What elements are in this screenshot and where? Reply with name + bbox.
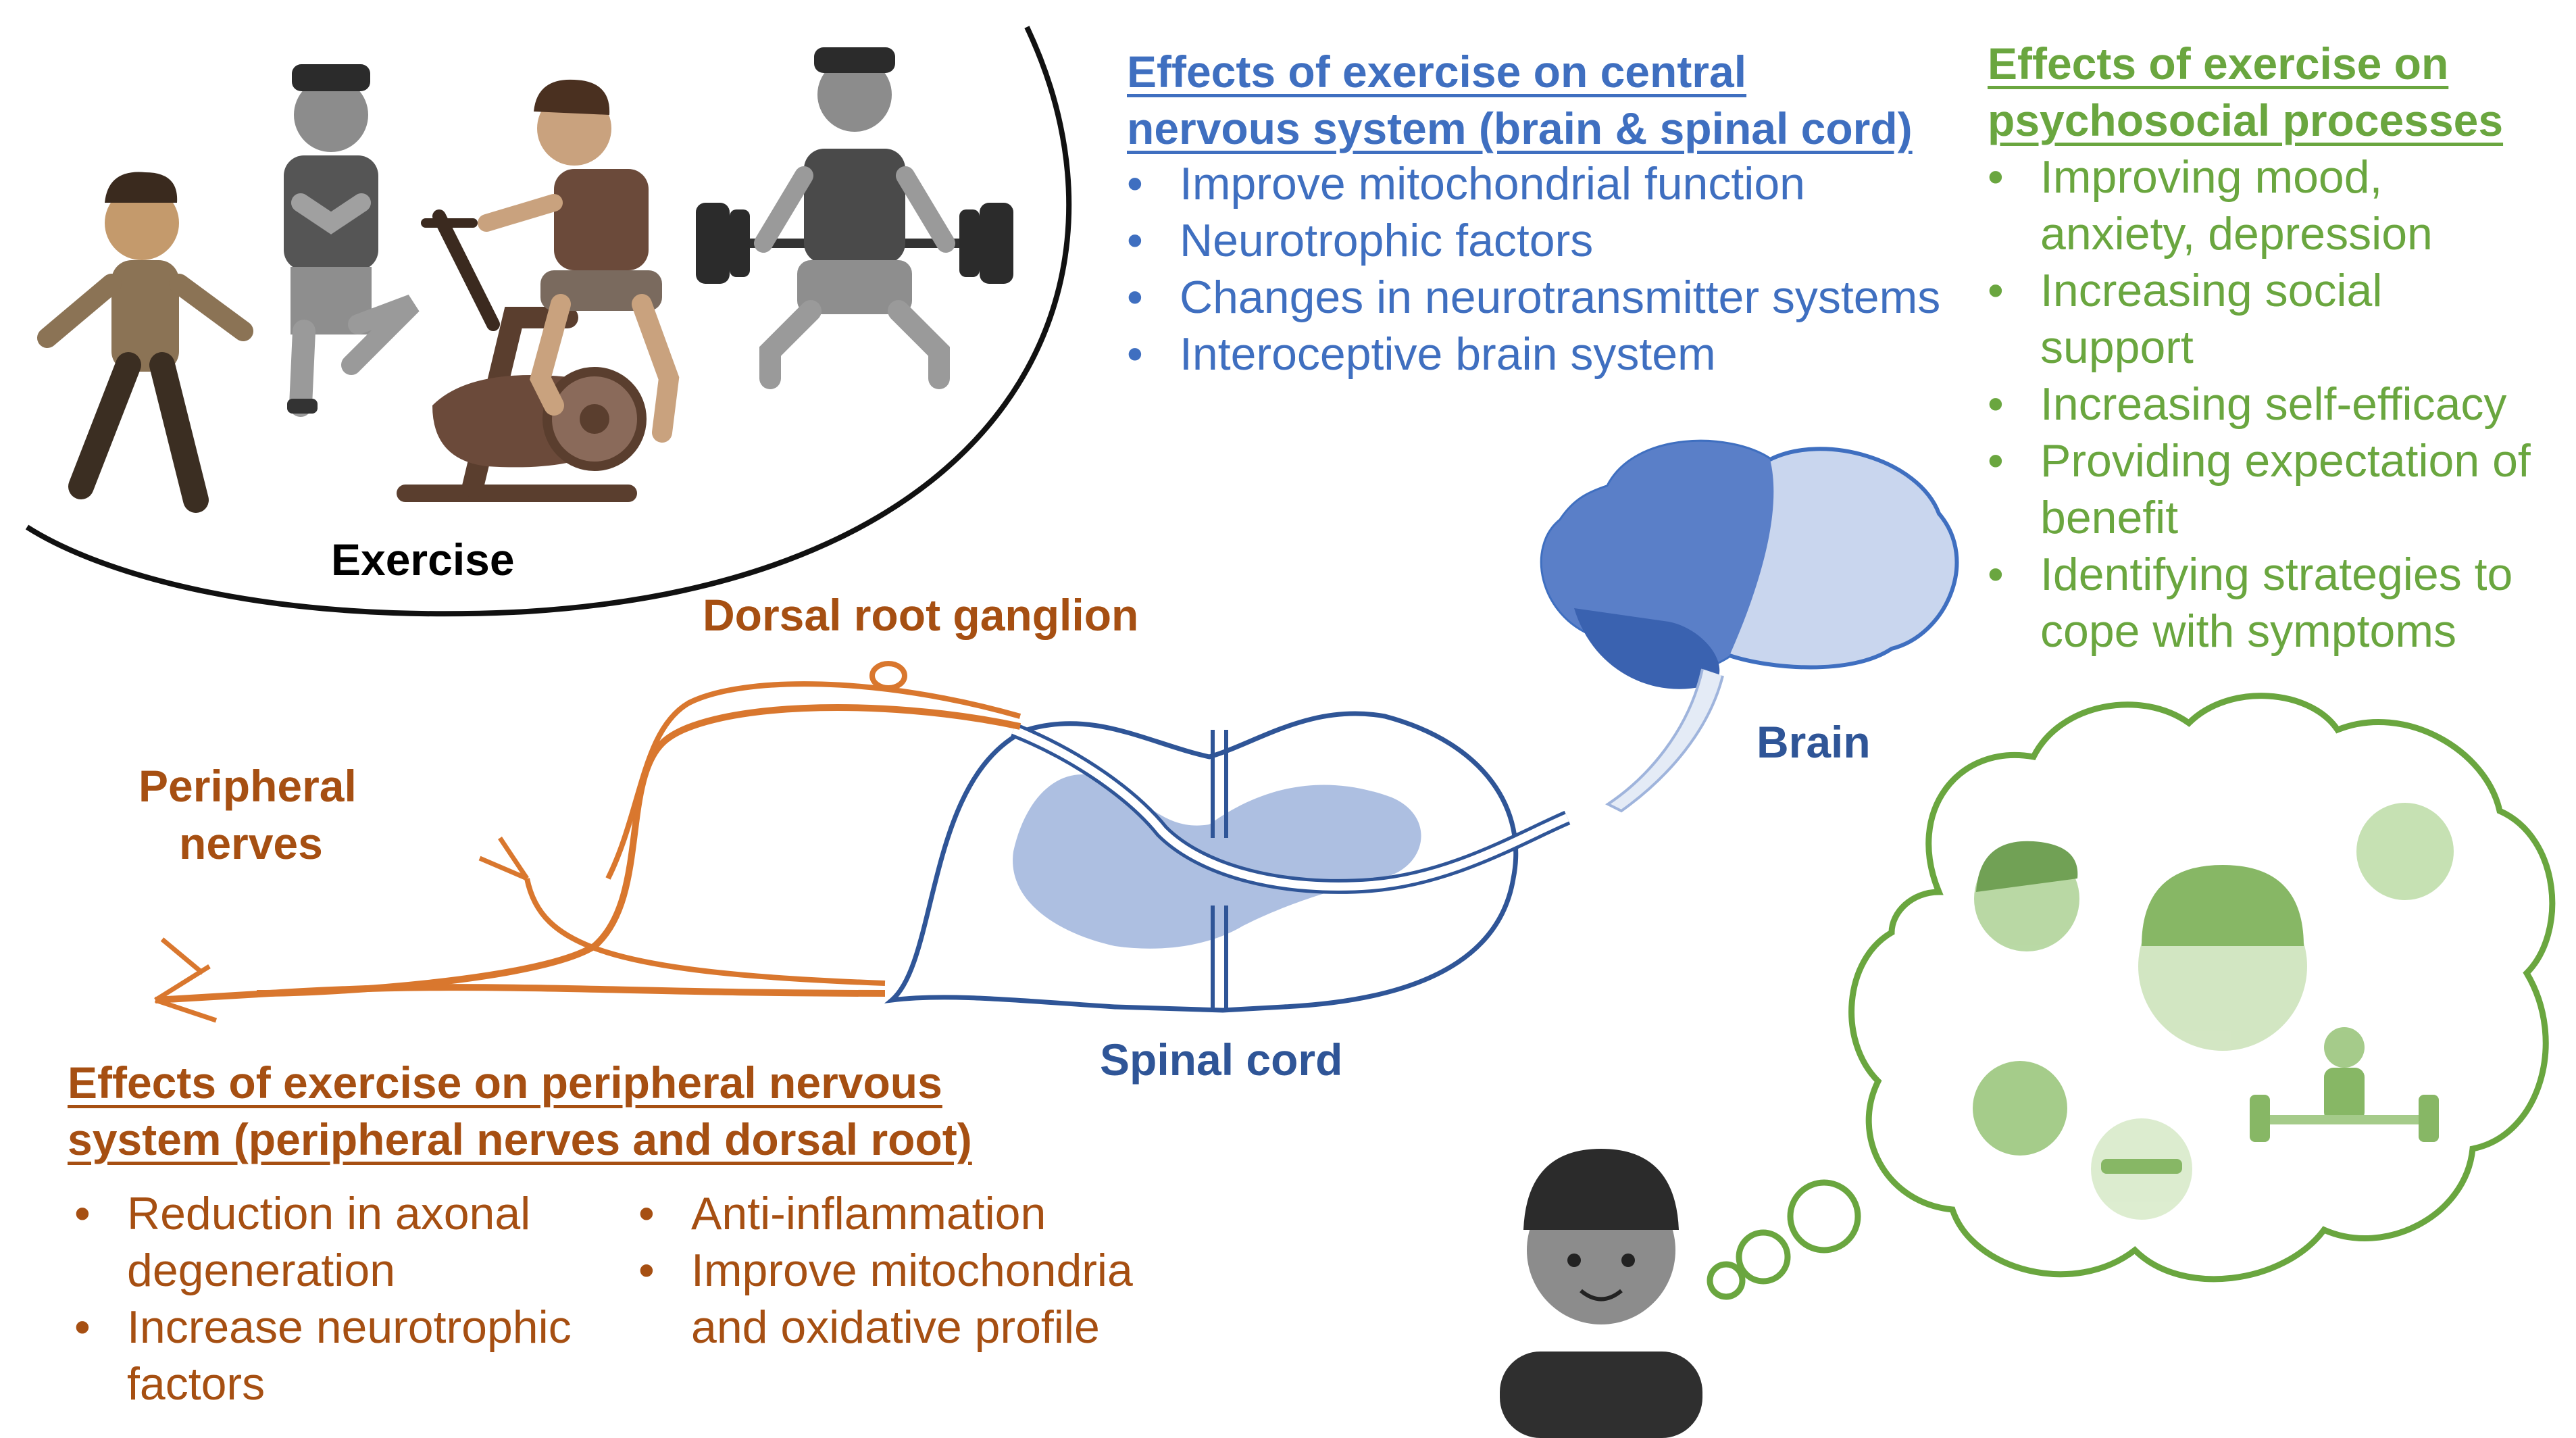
pns-effects-list-right: Anti-inflammation Improve mitochondriaan… [638,1185,1133,1356]
exercise-arc [25,26,1072,617]
cns-heading-line2: nervous system (brain & spinal cord) [1127,103,1913,153]
walking-person-icon [37,172,253,513]
list-item: Increasing self-efficacy [1988,376,2531,432]
weightlifting-person-icon [696,47,1013,389]
cns-effects-list: Improve mitochondrial function Neurotrop… [1127,155,1940,382]
list-item: Changes in neurotransmitter systems [1127,269,1940,326]
spinal-cord-label: Spinal cord [1100,1035,1343,1085]
dorsal-root-ganglion-label: Dorsal root ganglion [703,590,1139,640]
psychosocial-effects-list: Improving mood,anxiety, depression Incre… [1988,149,2531,660]
list-item: Anti-inflammation [638,1185,1133,1242]
spinal-cord-icon [884,711,1571,1013]
list-item: Improving mood,anxiety, depression [1988,149,2531,262]
peripheral-nerves-icon [154,661,1021,1023]
exercise-label: Exercise [331,535,515,585]
psychosocial-heading-line1: Effects of exercise on [1988,39,2449,89]
peripheral-nerves-label-line2: nerves [179,818,323,868]
cycling-person-icon [397,79,680,502]
list-item: Improve mitochondrial function [1127,155,1940,212]
yoga-person-icon [284,64,420,417]
cns-heading-line1: Effects of exercise on central [1127,47,1747,97]
pns-heading-line2: system (peripheral nerves and dorsal roo… [68,1114,972,1164]
brain-icon [1540,439,1959,813]
thought-cloud-icon [1707,693,2556,1300]
thought-faces [1973,803,2454,1220]
peripheral-nerves-label-line1: Peripheral [138,761,357,811]
list-item: Neurotrophic factors [1127,212,1940,269]
thinking-person-icon [1500,1149,1702,1438]
list-item: Interoceptive brain system [1127,326,1940,382]
pns-heading-line1: Effects of exercise on peripheral nervou… [68,1058,942,1108]
psychosocial-heading-line2: psychosocial processes [1988,95,2504,145]
brain-label: Brain [1757,717,1871,767]
